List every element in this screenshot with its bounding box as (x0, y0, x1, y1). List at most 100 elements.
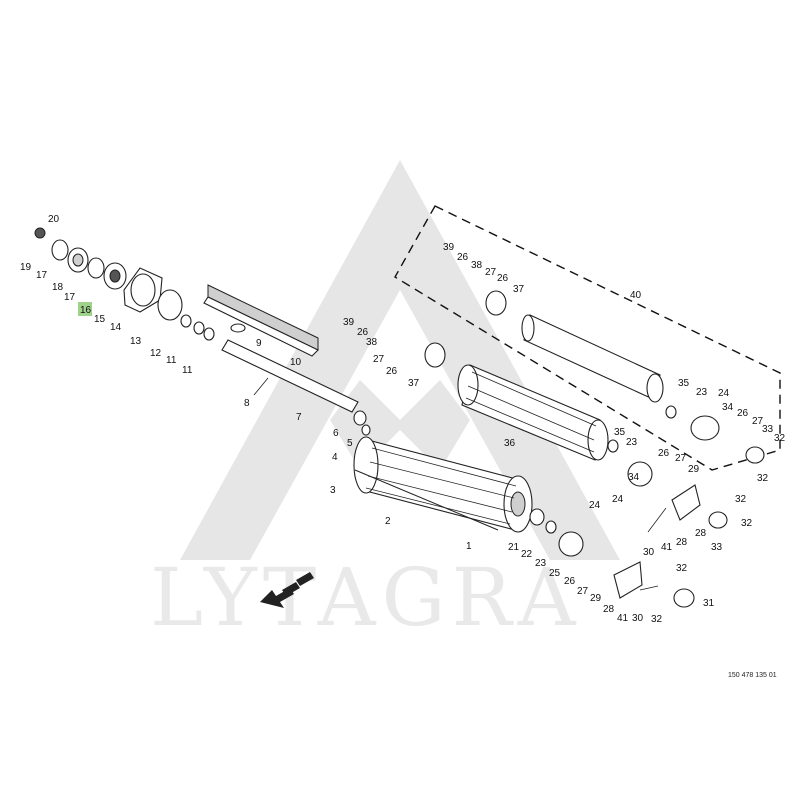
callout-label: 19 (20, 262, 32, 273)
callout-label: 7 (296, 412, 302, 423)
callout-label: 10 (290, 357, 302, 368)
callout-label: 26 (497, 273, 509, 284)
document-number: 150 478 135 01 (728, 672, 777, 679)
ring-12 (180, 314, 192, 328)
ring-17b (87, 257, 105, 279)
callout-label: 32 (741, 518, 753, 529)
ring-23b (607, 439, 619, 453)
callout-label: 21 (508, 542, 520, 553)
callout-label: 38 (366, 337, 378, 348)
callout-label: 27 (752, 416, 764, 427)
callout-label: 22 (521, 549, 533, 560)
bearing-33a (745, 446, 765, 464)
watermark-text: LYTAGRA (150, 551, 582, 644)
callout-label: 26 (737, 408, 749, 419)
flange-14-hub (130, 273, 156, 307)
callout-label: 35 (678, 378, 690, 389)
callout-label: 17 (36, 270, 48, 281)
bearing-6 (353, 410, 367, 426)
callout-label: 41 (661, 542, 673, 553)
callout-label: 28 (603, 604, 615, 615)
washer-5 (361, 424, 371, 436)
callout-label: 15 (94, 314, 106, 325)
callout-label: 34 (628, 472, 640, 483)
ring-21 (529, 508, 545, 526)
ring-23a (665, 405, 677, 419)
drum-36-right-end (587, 419, 609, 461)
seal-13 (157, 289, 183, 321)
callout-label: 8 (244, 398, 250, 409)
watermark-triangle (180, 160, 620, 560)
ring-11b (203, 327, 215, 341)
callout-label: 17 (64, 292, 76, 303)
callout-label: 33 (762, 424, 774, 435)
callout-label: 2 (385, 516, 391, 527)
callout-label: 26 (357, 327, 369, 338)
bolt-30b (639, 585, 659, 591)
ring-11a (193, 321, 205, 335)
callout-label: 24 (718, 388, 730, 399)
bracket-28c (613, 561, 643, 599)
callout-label: 25 (549, 568, 561, 579)
callout-label: 24 (612, 494, 624, 505)
bracket-9 (230, 323, 246, 333)
callout-label: 26 (457, 252, 469, 263)
callout-label: 13 (130, 336, 142, 347)
assembly-40-boundary (394, 205, 781, 471)
callout-label: 16 (80, 305, 92, 316)
callout-label: 29 (688, 464, 700, 475)
callout-label: 40 (630, 290, 642, 301)
bolt-30a (647, 507, 667, 533)
callout-label: 23 (626, 437, 638, 448)
ring-22 (545, 520, 557, 534)
callout-label: 28 (676, 537, 688, 548)
nut-20 (34, 227, 46, 239)
callout-label: 14 (110, 322, 122, 333)
callout-label: 11 (182, 365, 193, 376)
callout-label: 37 (513, 284, 525, 295)
callout-label: 26 (658, 448, 670, 459)
callout-label: 29 (590, 593, 602, 604)
bearing-15-center (109, 269, 121, 283)
direction-arrows (260, 572, 314, 608)
callout-label: 23 (696, 387, 708, 398)
callout-label: 32 (757, 473, 769, 484)
callout-label: 41 (617, 613, 629, 624)
callout-label: 26 (564, 576, 576, 587)
callout-label: 20 (48, 214, 60, 225)
callout-label: 26 (386, 366, 398, 377)
callout-label: 36 (504, 438, 516, 449)
roller-40-body (523, 314, 661, 401)
callout-label: 37 (408, 378, 420, 389)
bearing-33b (708, 511, 728, 529)
callouts: 20 19 17 18 17 16 15 14 13 12 11 11 10 9… (20, 214, 786, 625)
watermark: LYTAGRA (150, 160, 620, 644)
bearing-31 (673, 588, 695, 608)
roller-40-left-end (521, 314, 535, 342)
hub-25 (558, 531, 584, 557)
callout-label: 34 (722, 402, 734, 413)
callout-label: 32 (735, 494, 747, 505)
callout-label: 9 (256, 338, 262, 349)
roller-40 (521, 314, 664, 403)
left-end-assembly (34, 227, 215, 341)
ring-17a (51, 239, 69, 261)
hub-37b (424, 342, 446, 368)
pin-8 (253, 377, 269, 396)
callout-label: 6 (333, 428, 339, 439)
drum-1-hub (510, 491, 526, 517)
callout-label: 11 (166, 355, 177, 366)
bar-10 (207, 284, 319, 351)
hub-34b (627, 461, 653, 487)
direction-arrow-dash-2 (296, 572, 314, 586)
callout-label: 24 (589, 500, 601, 511)
callout-label: 30 (643, 547, 655, 558)
callout-label: 31 (703, 598, 715, 609)
bar-10-face (203, 296, 319, 357)
callout-label: 32 (651, 614, 663, 625)
drum-36-left-end (457, 364, 479, 406)
callout-label: 27 (373, 354, 385, 365)
callout-label: 3 (330, 485, 336, 496)
blade-strip-2 (354, 469, 499, 531)
callout-label: 12 (150, 348, 162, 359)
